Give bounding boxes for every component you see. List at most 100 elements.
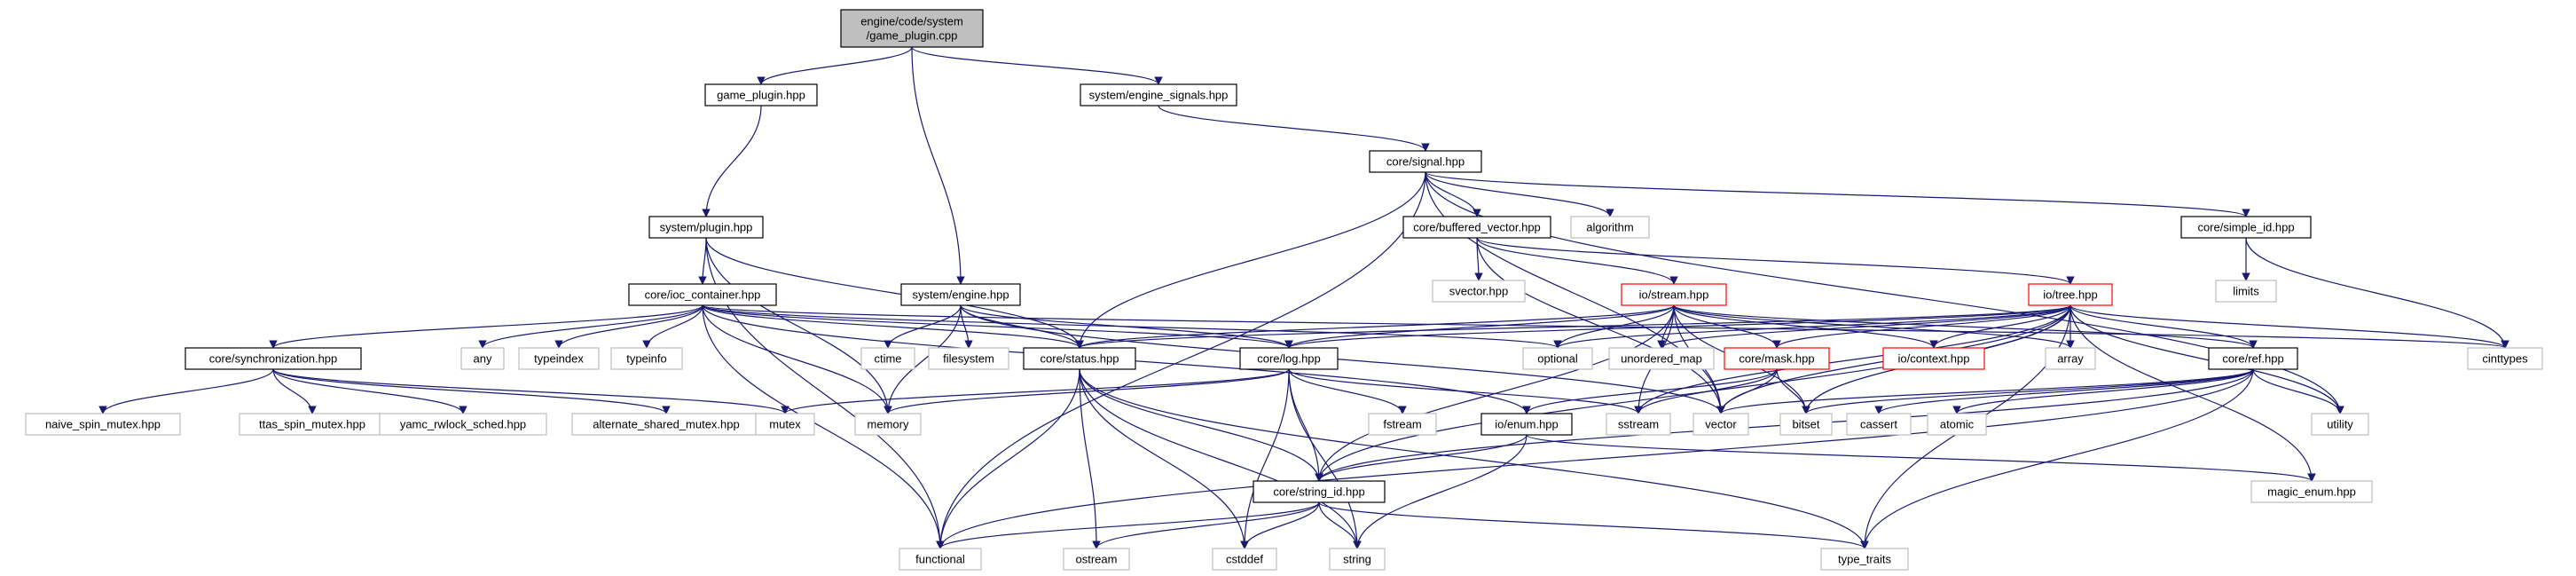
include-edge-line	[554, 304, 703, 349]
graph-node-ref-hpp[interactable]: core/ref.hpp	[2208, 347, 2298, 370]
graph-node-game-plugin-hpp[interactable]: game_plugin.hpp	[704, 83, 818, 107]
include-edge	[1318, 501, 1362, 549]
graph-node-mask-hpp[interactable]: core/mask.hpp	[1724, 347, 1830, 370]
graph-node-engine-signals-hpp[interactable]: system/engine_signals.hpp	[1080, 83, 1237, 107]
graph-node-filesystem: filesystem	[928, 347, 1009, 370]
include-edge	[1075, 171, 1426, 349]
include-edge-line	[1288, 368, 1643, 414]
graph-node-string: string	[1329, 548, 1386, 571]
graph-node-box	[2180, 216, 2312, 239]
graph-node-box	[854, 413, 922, 436]
include-edge-line	[1772, 304, 2071, 349]
graph-node-label: cstddef	[1226, 553, 1263, 566]
include-edge	[702, 304, 892, 414]
include-edge	[1553, 304, 2071, 349]
include-edge-line	[702, 304, 2509, 349]
include-edge-line	[1240, 501, 1320, 549]
include-edge	[1079, 368, 1101, 549]
graph-node-array: array	[2045, 347, 2096, 370]
include-edge	[702, 304, 1084, 349]
edge-layer	[98, 46, 2509, 549]
include-edge	[1079, 368, 1869, 549]
include-edge	[1353, 434, 1528, 549]
graph-node-buffered-vector-hpp[interactable]: core/buffered_vector.hpp	[1402, 216, 1551, 239]
graph-node-label: ctime	[874, 352, 901, 366]
include-edge-line	[1802, 368, 2254, 414]
graph-node-box	[571, 413, 761, 436]
include-edge	[1092, 501, 1320, 549]
include-edge-line	[1425, 171, 1614, 217]
graph-node-game-plugin-cpp[interactable]: engine/code/system/game_plugin.cpp	[840, 9, 984, 48]
graph-node-label: alternate_shared_mutex.hpp	[593, 418, 740, 431]
include-edge-line	[1874, 368, 2254, 414]
include-edge-line	[1079, 368, 1249, 549]
graph-node-label: ttas_spin_mutex.hpp	[259, 418, 365, 431]
include-edge-line	[911, 46, 1163, 85]
graph-node-enum-hpp[interactable]: io/enum.hpp	[1480, 413, 1573, 436]
graph-node-engine-hpp[interactable]: system/engine.hpp	[900, 283, 1021, 306]
include-edge-line	[2245, 237, 2509, 349]
include-edge	[757, 46, 913, 85]
graph-node-box	[239, 413, 386, 436]
graph-node-box	[460, 347, 505, 370]
include-edge-line	[2252, 368, 2344, 414]
graph-node-stream-hpp[interactable]: io/stream.hpp	[1621, 283, 1727, 306]
graph-node-plugin-hpp[interactable]: system/plugin.hpp	[648, 216, 764, 239]
graph-node-label: system/engine.hpp	[912, 288, 1009, 302]
include-edge	[936, 171, 1426, 549]
include-edge	[2069, 304, 2509, 349]
include-edge	[478, 304, 703, 349]
graph-node-synchronization-hpp[interactable]: core/synchronization.hpp	[185, 347, 362, 370]
include-edge	[1716, 368, 2254, 414]
include-edge-line	[911, 46, 965, 285]
graph-node-tree-hpp[interactable]: io/tree.hpp	[2028, 283, 2113, 306]
graph-node-any: any	[460, 347, 505, 370]
graph-node-label: core/signal.hpp	[1386, 155, 1465, 169]
graph-node-typeindex: typeindex	[518, 347, 600, 370]
include-edge	[1776, 368, 1810, 414]
include-edge-line	[884, 304, 962, 414]
include-edge-line	[1079, 368, 1323, 482]
graph-node-box	[1779, 413, 1833, 436]
graph-node-label: cinttypes	[2482, 352, 2528, 366]
include-edge-line	[936, 368, 1080, 549]
graph-node-box	[1063, 548, 1130, 571]
include-edge-line	[1092, 501, 1320, 549]
graph-node-cinttypes: cinttypes	[2467, 347, 2543, 370]
graph-node-label: game_plugin.hpp	[717, 89, 805, 102]
include-edge-line	[1634, 368, 1778, 414]
graph-node-box	[1882, 347, 1985, 370]
include-edge-line	[1716, 368, 1778, 414]
graph-node-fstream: fstream	[1368, 413, 1437, 436]
graph-node-label: memory	[868, 418, 909, 431]
include-edge-line	[1526, 434, 2316, 482]
graph-node-box	[1080, 83, 1237, 107]
graph-node-ttas-spin-mutex-hpp: ttas_spin_mutex.hpp	[239, 413, 386, 436]
graph-node-status-hpp[interactable]: core/status.hpp	[1023, 347, 1136, 370]
include-edge-line	[1425, 171, 2344, 414]
graph-node-cassert: cassert	[1846, 413, 1912, 436]
graph-node-box	[1369, 150, 1482, 173]
include-edge	[272, 368, 671, 414]
graph-node-box	[1608, 347, 1715, 370]
include-edge	[1772, 304, 2071, 349]
include-edge	[1318, 501, 1869, 549]
include-edge-line	[1425, 171, 2250, 217]
include-edge	[781, 368, 1290, 414]
graph-node-label: unordered_map	[1621, 352, 1702, 366]
include-edge	[960, 304, 1725, 414]
include-edge	[702, 304, 1293, 349]
graph-node-log-hpp[interactable]: core/log.hpp	[1239, 347, 1339, 370]
graph-node-label: core/string_id.hpp	[1273, 485, 1364, 499]
graph-node-ioc-container-hpp[interactable]: core/ioc_container.hpp	[628, 283, 777, 306]
include-edge-line	[272, 368, 789, 414]
graph-node-box	[1846, 413, 1912, 436]
graph-node-svector-hpp: svector.hpp	[1432, 280, 1526, 303]
graph-node-string-id-hpp[interactable]: core/string_id.hpp	[1253, 480, 1386, 503]
graph-node-signal-hpp[interactable]: core/signal.hpp	[1369, 150, 1482, 173]
include-edge-line	[1075, 171, 1426, 349]
graph-node-context-hpp[interactable]: io/context.hpp	[1882, 347, 1985, 370]
include-edge	[936, 368, 1080, 549]
graph-node-simple-id-hpp[interactable]: core/simple_id.hpp	[2180, 216, 2312, 239]
graph-node-label: sstream	[1618, 418, 1659, 431]
